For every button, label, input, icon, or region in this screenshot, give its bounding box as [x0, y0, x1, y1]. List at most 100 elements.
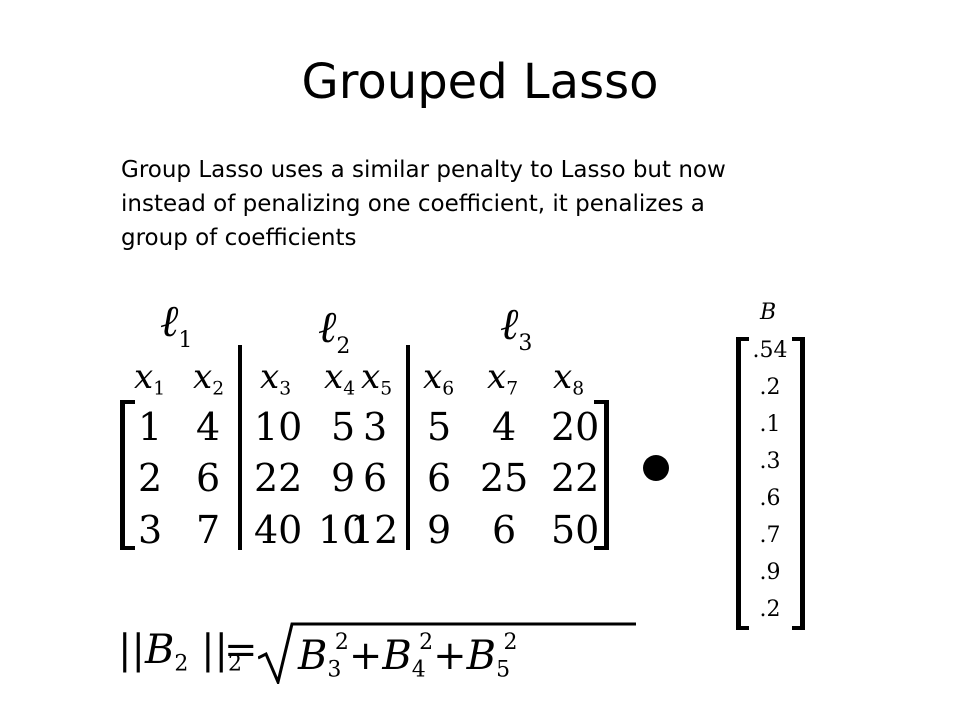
group-label-symbol: ℓ — [160, 296, 179, 347]
group-separator-1 — [238, 345, 242, 550]
term-sup: 2 — [503, 630, 518, 655]
term-symbol: B — [298, 632, 328, 679]
column-symbol: x — [553, 357, 573, 397]
matrix-cell: 9 — [427, 508, 452, 552]
term-sub: 5 — [496, 657, 511, 683]
bracket-stem — [604, 400, 609, 550]
matrix-cell: 20 — [551, 405, 600, 449]
matrix-cell: 10 — [318, 508, 367, 552]
bracket-bottom-serif — [792, 626, 805, 630]
matrix-cell: 5 — [331, 405, 356, 449]
matrix-cell: 50 — [551, 508, 600, 552]
matrix-cell: 7 — [196, 508, 221, 552]
matrix-cell: 3 — [363, 405, 388, 449]
group-separator-2 — [406, 345, 410, 550]
term-sup: 2 — [419, 630, 434, 655]
formula-rhs: B32+B42+B52 — [298, 632, 517, 681]
formula-lhs: ||B2 ||2 — [118, 630, 242, 676]
plus-sign: + — [433, 632, 467, 679]
body-line-1: Group Lasso uses a similar penalty to La… — [121, 157, 726, 183]
matrix-cell: 6 — [427, 456, 452, 500]
bracket-top-serif — [792, 337, 805, 341]
column-header-x5: x5 — [361, 360, 392, 399]
matrix-cell: 6 — [492, 508, 517, 552]
column-sub: 8 — [572, 378, 585, 400]
equals-sign: = — [224, 627, 258, 673]
coef-value: .7 — [759, 523, 781, 548]
bracket-stem — [120, 400, 125, 550]
bracket-top-serif — [594, 400, 609, 404]
slide-title: Grouped Lasso — [301, 54, 659, 110]
group-label-sub: 2 — [336, 334, 351, 359]
term-b3: B32 — [298, 630, 349, 683]
matrix-cell: 6 — [196, 456, 221, 500]
group-label-symbol: ℓ — [318, 302, 337, 353]
column-sub: 2 — [212, 378, 225, 400]
matrix-cell: 22 — [254, 456, 303, 500]
coef-value: .2 — [759, 597, 781, 622]
term-sub: 4 — [411, 657, 426, 683]
slide-body-text: Group Lasso uses a similar penalty to La… — [121, 153, 821, 255]
column-header-x6: x6 — [423, 360, 454, 399]
coef-value: .6 — [759, 486, 781, 511]
column-symbol: x — [423, 357, 443, 397]
coef-vector-label: B — [760, 300, 777, 325]
term-sup: 2 — [334, 630, 349, 655]
coef-value: .3 — [759, 449, 781, 474]
column-sub: 5 — [380, 378, 393, 400]
term-b5: B52 — [466, 630, 518, 683]
term-symbol: B — [382, 632, 412, 679]
body-line-3: group of coefficients — [121, 225, 357, 251]
matrix-cell: 22 — [551, 456, 600, 500]
column-sub: 7 — [506, 378, 519, 400]
dot-product-icon — [643, 455, 669, 481]
coef-value: .2 — [759, 375, 781, 400]
column-header-x7: x7 — [487, 360, 518, 399]
group-label-symbol: ℓ — [500, 299, 519, 350]
coef-value: .54 — [752, 338, 788, 363]
sqrt-icon — [258, 622, 636, 684]
matrix-cell: 4 — [196, 405, 221, 449]
lhs-sub: 2 — [174, 651, 189, 677]
group-label-3: ℓ3 — [500, 303, 532, 355]
matrix-cell: 3 — [138, 508, 163, 552]
matrix-cell: 2 — [138, 456, 163, 500]
matrix-cell: 6 — [363, 456, 388, 500]
bracket-stem — [800, 337, 805, 630]
bracket-stem — [736, 337, 741, 630]
bracket-top-serif — [736, 337, 749, 341]
norm-sub: 2 — [228, 651, 243, 677]
column-sub: 1 — [153, 378, 166, 400]
column-symbol: x — [134, 357, 154, 397]
coef-value: .1 — [759, 412, 781, 437]
matrix-cell: 12 — [350, 508, 399, 552]
bracket-bottom-serif — [736, 626, 749, 630]
column-sub: 3 — [279, 378, 292, 400]
bracket-bottom-serif — [594, 546, 609, 550]
body-line-2: instead of penalizing one coefficient, i… — [121, 191, 705, 217]
matrix-cell: 1 — [138, 405, 163, 449]
matrix-cell: 9 — [331, 456, 356, 500]
column-symbol: x — [193, 357, 213, 397]
column-symbol: x — [260, 357, 280, 397]
matrix-cell: 5 — [427, 405, 452, 449]
group-label-sub: 1 — [178, 328, 193, 353]
column-symbol: x — [487, 357, 507, 397]
column-sub: 4 — [343, 378, 356, 400]
group-label-2: ℓ2 — [318, 306, 350, 358]
column-header-x8: x8 — [553, 360, 584, 399]
lhs-symbol: B — [144, 627, 175, 673]
bracket-bottom-serif — [120, 546, 135, 550]
plus-sign: + — [348, 632, 383, 679]
column-sub: 6 — [442, 378, 455, 400]
matrix-cell: 10 — [254, 405, 303, 449]
matrix-cell: 25 — [480, 456, 529, 500]
group-label-sub: 3 — [518, 331, 533, 356]
column-symbol: x — [324, 357, 344, 397]
column-header-x3: x3 — [260, 360, 291, 399]
term-symbol: B — [466, 632, 497, 679]
column-header-x2: x2 — [193, 360, 224, 399]
term-sub: 3 — [327, 657, 342, 683]
column-symbol: x — [361, 357, 381, 397]
matrix-cell: 40 — [254, 508, 303, 552]
